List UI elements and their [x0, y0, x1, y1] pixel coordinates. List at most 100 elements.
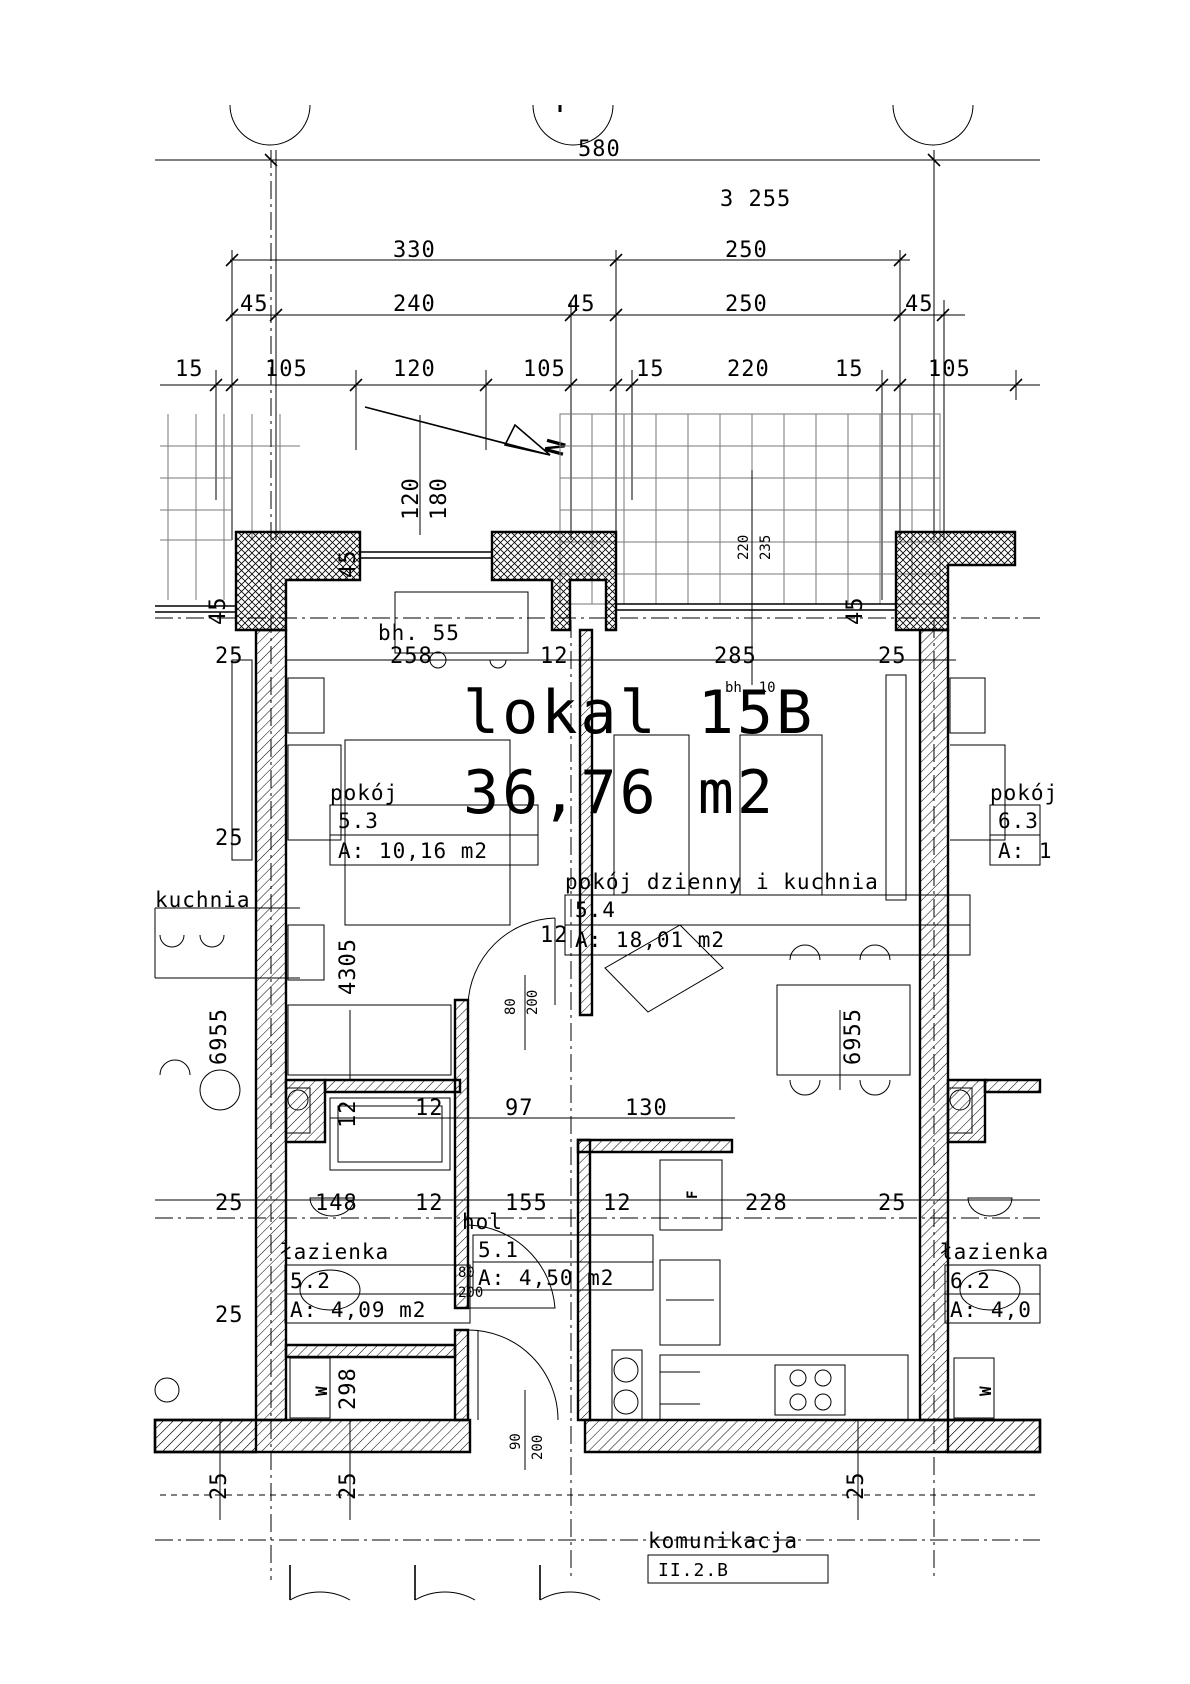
dim-v-235: 235	[758, 535, 774, 560]
dim-240: 240	[393, 292, 436, 317]
bh-55: bh. 55	[378, 621, 460, 645]
walls	[153, 530, 1042, 1454]
dim-inner-25-b: 25	[878, 644, 907, 669]
neighbor-pokoj-number: 6.3	[998, 809, 1039, 833]
dim-105-c: 105	[928, 357, 971, 382]
room-lazienka-area: A: 4,09 m2	[290, 1298, 426, 1322]
dim-v-200-bath: 200	[458, 1285, 483, 1301]
dim-v-220: 220	[736, 535, 752, 560]
neighbor-pokoj: pokój 6.3 A: 1	[989, 781, 1058, 866]
dim-v-80-bath: 80	[458, 1265, 475, 1281]
dimension-lines	[155, 150, 1040, 600]
dim-580: 580	[578, 137, 621, 162]
room-pokoj-number: 5.3	[338, 809, 379, 833]
dim-left-25: 25	[215, 826, 244, 851]
inner-dimension-lines	[155, 659, 1040, 1520]
unit-area: 36,76 m2	[463, 758, 776, 828]
dim-v-90: 90	[508, 1433, 524, 1450]
room-hol: hol 5.1 A: 4,50 m2	[462, 1210, 654, 1291]
dim-lower-25-b: 25	[878, 1191, 907, 1216]
dim-lower-148: 148	[315, 1191, 358, 1216]
bh-10: bh. 10	[725, 680, 776, 696]
room-hol-name: hol	[462, 1210, 503, 1234]
room-dzienny-number: 5.4	[575, 898, 616, 922]
dim-inner-285: 285	[714, 644, 757, 669]
dim-3255: 3 255	[720, 187, 791, 212]
dim-250-a: 250	[725, 238, 768, 263]
dim-45-a: 45	[240, 292, 269, 317]
dim-v-45-left: 45	[336, 550, 361, 579]
room-hol-area: A: 4,50 m2	[478, 1266, 614, 1290]
dim-lower-155: 155	[505, 1191, 548, 1216]
dim-v-200: 200	[525, 990, 541, 1015]
dim-lower-12-a: 12	[415, 1191, 444, 1216]
dim-inner-258: 258	[390, 644, 433, 669]
dim-v-430: 4305	[336, 938, 361, 995]
neighbor-pokoj-area: A: 1	[998, 839, 1053, 863]
room-komunikacja: komunikacja II.2.B	[647, 1529, 829, 1584]
dim-bottom-25-b: 25	[336, 1472, 361, 1501]
room-lazienka-number: 5.2	[290, 1269, 331, 1293]
room-pokoj-area: A: 10,16 m2	[338, 839, 488, 863]
room-lazienka-name: łazienka	[280, 1240, 389, 1264]
dim-v-180: 180	[427, 477, 452, 520]
dim-v-120: 120	[399, 477, 424, 520]
dim-v-80: 80	[503, 998, 519, 1015]
dim-inner-25-a: 25	[215, 644, 244, 669]
room-dzienny: pokój dzienny i kuchnia 5.4 A: 18,01 m2	[564, 870, 971, 956]
dim-250-b: 250	[725, 292, 768, 317]
neighbor-lazienka-name: łazienka	[940, 1240, 1049, 1264]
dim-330: 330	[393, 238, 436, 263]
dim-left-25b: 25	[215, 1303, 244, 1328]
neighbor-pokoj-name: pokój	[990, 781, 1058, 805]
north-label: N	[540, 436, 573, 459]
dim-lower-12-b: 12	[603, 1191, 632, 1216]
neighbor-kuchnia: kuchnia	[155, 888, 251, 912]
dim-15-a: 15	[175, 357, 204, 382]
neighbor-lazienka: łazienka 6.2 A: 4,0	[940, 1240, 1049, 1324]
dim-bottom-25-c: 25	[844, 1472, 869, 1501]
left-stairs	[160, 414, 300, 600]
dim-inner-12: 12	[540, 644, 569, 669]
fridge-label: F	[685, 1191, 701, 1199]
dim-mid-12: 12	[415, 1096, 444, 1121]
room-pokoj: pokój 5.3 A: 10,16 m2	[329, 781, 539, 866]
room-dzienny-area: A: 18,01 m2	[575, 928, 725, 952]
room-lazienka: łazienka 5.2 A: 4,09 m2	[280, 1240, 471, 1324]
dim-15-b: 15	[636, 357, 665, 382]
dim-lower-228: 228	[745, 1191, 788, 1216]
dim-v-45-side: 45	[206, 597, 231, 626]
dim-mid-97: 97	[505, 1096, 534, 1121]
neighbor-lazienka-area: A: 4,0	[950, 1298, 1032, 1322]
doors	[289, 917, 601, 1601]
dim-bottom-25-a: 25	[207, 1472, 232, 1501]
dim-105-a: 105	[265, 357, 308, 382]
dim-v-298: 298	[336, 1367, 361, 1410]
axis-lines	[155, 150, 1040, 1580]
room-pokoj-name: pokój	[330, 781, 398, 805]
dim-lower-25-a: 25	[215, 1191, 244, 1216]
washer-right-label: W	[976, 1386, 995, 1396]
dim-door-12: 12	[540, 923, 569, 948]
dim-v-200b: 200	[530, 1435, 546, 1460]
neighbor-lazienka-number: 6.2	[950, 1269, 991, 1293]
dim-220: 220	[727, 357, 770, 382]
dim-120: 120	[393, 357, 436, 382]
dim-v-45-right: 45	[843, 597, 868, 626]
dim-v-695-left: 6955	[207, 1008, 232, 1065]
unit-name: lokal 15B	[463, 678, 815, 748]
windows	[155, 551, 907, 901]
dim-mid-130: 130	[625, 1096, 668, 1121]
room-hol-number: 5.1	[478, 1238, 519, 1262]
dim-v-12-bath: 12	[336, 1100, 361, 1129]
washer-label: W	[312, 1386, 331, 1396]
top-door-arcs	[229, 104, 974, 146]
dim-45-c: 45	[905, 292, 934, 317]
room-dzienny-name: pokój dzienny i kuchnia	[565, 870, 879, 894]
room-komunikacja-number: II.2.B	[658, 1560, 729, 1581]
dim-15-c: 15	[835, 357, 864, 382]
room-komunikacja-name: komunikacja	[648, 1529, 798, 1553]
north-arrow	[364, 406, 551, 535]
dim-105-b: 105	[523, 357, 566, 382]
